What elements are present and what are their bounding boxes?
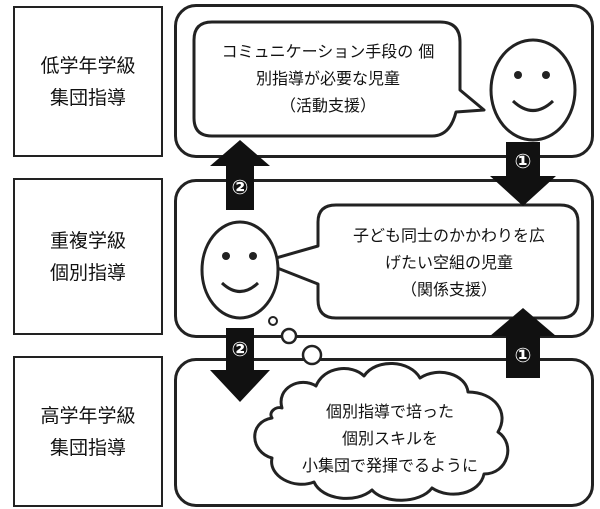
speech-bubble-top [192, 20, 486, 138]
arrow-label-up-right: ① [515, 343, 532, 367]
arrow-label-down-right: ① [515, 149, 532, 173]
bubble-text-bottom: 個別指導で培った 個別スキルを 小集団で発揮でるように [301, 402, 478, 475]
arrow-label-up-left: ② [232, 175, 249, 199]
arrow-up-right [490, 308, 556, 378]
label-box-lower-grade: 低学年学級 集団指導 [13, 6, 163, 157]
thought-dot-medium [280, 327, 298, 345]
speech-bubble-middle [260, 203, 580, 320]
label-upper-grade-group: 高学年学級 集団指導 [40, 404, 136, 459]
cloud-bottom [253, 362, 510, 502]
label-multiple-individual: 重複学級 個別指導 [49, 229, 126, 284]
thought-dot-large [301, 344, 323, 366]
label-box-multiple-class: 重複学級 個別指導 [13, 178, 163, 335]
arrow-label-down-left: ② [232, 337, 249, 361]
arrow-down-right [490, 142, 556, 206]
bubble-text-middle: 子ども同士のかかわりを広 げたい空組の児童 （関係支援） [352, 226, 545, 299]
arrow-down-left [210, 328, 270, 402]
label-box-upper-grade: 高学年学級 集団指導 [13, 356, 163, 507]
thought-dot-small [268, 316, 278, 326]
bubble-text-top: コミュニケーション手段の 個 別指導が必要な児童 （活動支援） [221, 42, 435, 115]
smiley-face-middle [200, 220, 280, 320]
label-lower-grade-group: 低学年学級 集団指導 [40, 54, 136, 109]
arrow-up-left [210, 140, 270, 210]
smiley-face-top [489, 38, 577, 142]
